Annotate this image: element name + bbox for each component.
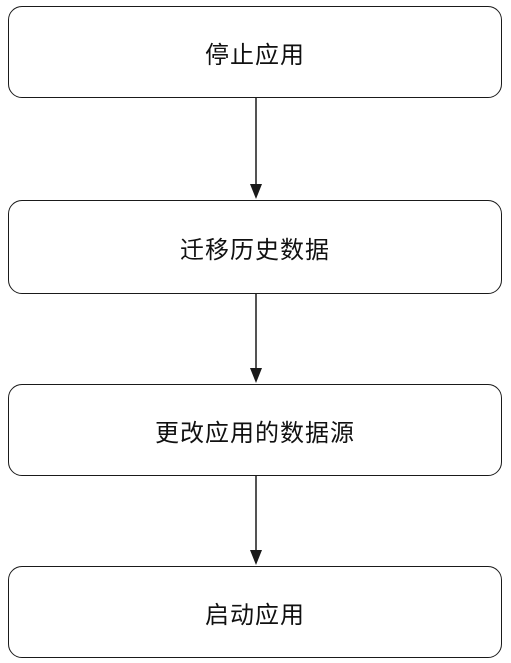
arrow-head (250, 550, 262, 565)
arrow-head (250, 368, 262, 383)
step-label: 启动应用 (205, 600, 305, 629)
step-label: 更改应用的数据源 (155, 418, 355, 447)
arrow-2-to-3 (250, 294, 262, 383)
step-label: 停止应用 (205, 40, 305, 69)
arrow-3-to-4 (250, 476, 262, 565)
step-migrate-history-data: 迁移历史数据 (8, 200, 502, 294)
step-label: 迁移历史数据 (180, 235, 330, 264)
arrow-1-to-2 (250, 98, 262, 199)
step-stop-app: 停止应用 (8, 6, 502, 98)
arrow-head (250, 184, 262, 199)
step-change-datasource: 更改应用的数据源 (8, 384, 502, 476)
step-start-app: 启动应用 (8, 566, 502, 658)
